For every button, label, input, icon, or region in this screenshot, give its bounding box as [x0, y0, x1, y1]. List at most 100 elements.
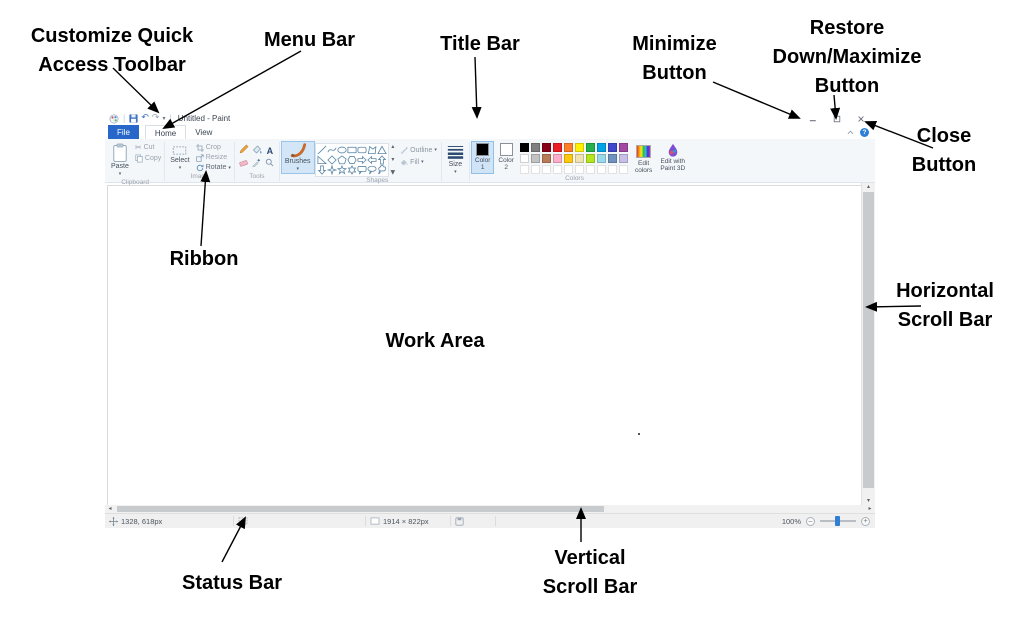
palette-color-swatch[interactable] [596, 154, 606, 163]
palette-color-swatch[interactable] [574, 154, 584, 163]
rotate-button[interactable]: Rotate ▾ [194, 163, 233, 173]
undo-icon[interactable]: ↶ [141, 113, 149, 123]
color-picker-tool-icon[interactable] [252, 154, 261, 172]
tab-file[interactable]: File [108, 125, 139, 139]
pentagon-shape-icon[interactable] [336, 155, 347, 165]
palette-color-swatch[interactable] [607, 154, 617, 163]
customize-quick-access-toolbar-icon[interactable]: ▾ [162, 114, 166, 122]
palette-empty-swatch[interactable] [541, 165, 551, 174]
color2-button[interactable]: Color 2 [494, 141, 518, 174]
palette-color-swatch[interactable] [618, 143, 628, 152]
curve-shape-icon[interactable] [327, 145, 337, 155]
help-icon[interactable]: ? [860, 127, 869, 137]
palette-empty-swatch[interactable] [563, 165, 573, 174]
scroll-up-arrow-icon[interactable]: ▴ [866, 183, 870, 190]
collapse-ribbon-icon[interactable] [847, 130, 854, 135]
save-icon[interactable] [129, 114, 138, 123]
palette-color-swatch[interactable] [618, 154, 628, 163]
size-button[interactable]: Size ▾ [443, 141, 468, 177]
right-arrow-shape-icon[interactable] [357, 155, 367, 165]
brushes-button[interactable]: Brushes ▾ [280, 141, 315, 174]
palette-empty-swatch[interactable] [519, 165, 529, 174]
scroll-right-arrow-icon[interactable]: ▸ [868, 505, 872, 512]
palette-empty-swatch[interactable] [574, 165, 584, 174]
paste-button[interactable]: Paste ▾ [107, 141, 133, 179]
palette-color-swatch[interactable] [563, 154, 573, 163]
horizontal-scrollbar[interactable]: ◂ ▸ [105, 505, 875, 513]
vertical-scrollbar-thumb[interactable] [863, 192, 874, 488]
palette-empty-swatch[interactable] [596, 165, 606, 174]
palette-color-swatch[interactable] [519, 143, 529, 152]
oval-callout-shape-icon[interactable] [367, 165, 377, 175]
fill-with-color-tool-icon[interactable] [252, 141, 262, 159]
zoom-out-button[interactable]: – [806, 516, 815, 526]
minimize-button[interactable] [809, 115, 817, 123]
palette-color-swatch[interactable] [530, 154, 540, 163]
down-arrow-shape-icon[interactable] [317, 165, 327, 175]
triangle-shape-icon[interactable] [376, 145, 387, 155]
work-area[interactable] [107, 185, 861, 505]
select-button[interactable]: Select ▾ [166, 141, 193, 173]
edit-colors-button[interactable]: Edit colors [631, 141, 656, 177]
palette-color-swatch[interactable] [574, 143, 584, 152]
horizontal-scrollbar-thumb[interactable] [117, 506, 604, 512]
palette-empty-swatch[interactable] [585, 165, 595, 174]
scroll-down-arrow-icon[interactable]: ▾ [866, 497, 870, 504]
polygon-shape-icon[interactable] [367, 145, 377, 155]
six-point-star-shape-icon[interactable] [347, 165, 357, 175]
palette-color-swatch[interactable] [596, 143, 606, 152]
palette-color-swatch[interactable] [552, 154, 562, 163]
palette-color-swatch[interactable] [563, 143, 573, 152]
palette-color-swatch[interactable] [585, 154, 595, 163]
line-shape-icon[interactable] [317, 145, 327, 155]
cloud-callout-shape-icon[interactable] [377, 165, 387, 175]
resize-button[interactable]: Resize [194, 153, 233, 163]
four-point-star-shape-icon[interactable] [326, 165, 337, 175]
color1-button[interactable]: Color 1 [470, 141, 495, 174]
palette-empty-swatch[interactable] [552, 165, 562, 174]
vertical-scrollbar[interactable]: ▴ ▾ [861, 183, 875, 505]
tab-home[interactable]: Home [144, 125, 187, 139]
hexagon-shape-icon[interactable] [346, 155, 357, 165]
palette-empty-swatch[interactable] [607, 165, 617, 174]
scroll-up-icon[interactable]: ▴ [391, 143, 395, 150]
maximize-restore-button[interactable] [833, 115, 841, 123]
up-arrow-shape-icon[interactable] [377, 155, 387, 165]
rounded-rectangle-shape-icon[interactable] [357, 145, 367, 155]
palette-empty-swatch[interactable] [530, 165, 540, 174]
crop-button[interactable]: Crop [194, 143, 233, 153]
scroll-left-arrow-icon[interactable]: ◂ [108, 505, 112, 512]
pencil-tool-icon[interactable] [239, 141, 249, 159]
text-tool-icon[interactable]: A [266, 146, 274, 156]
scroll-down-icon[interactable]: ▾ [391, 156, 395, 163]
fill-button[interactable]: Fill ▾ [400, 158, 437, 166]
rounded-callout-shape-icon[interactable] [357, 165, 367, 175]
zoom-slider[interactable] [820, 516, 856, 526]
copy-button[interactable]: Copy [133, 153, 163, 164]
eraser-tool-icon[interactable] [239, 154, 249, 172]
edit-with-paint3d-button[interactable]: Edit with Paint 3D [656, 141, 689, 175]
palette-empty-swatch[interactable] [618, 165, 628, 174]
five-point-star-shape-icon[interactable] [336, 165, 347, 175]
right-triangle-shape-icon[interactable] [317, 155, 327, 165]
left-arrow-shape-icon[interactable] [366, 155, 377, 165]
redo-icon[interactable]: ↷ [151, 113, 160, 123]
magnifier-tool-icon[interactable] [265, 154, 274, 172]
outline-button[interactable]: Outline ▾ [400, 146, 437, 154]
tab-view[interactable]: View [195, 128, 213, 137]
cut-button[interactable]: ✂ Cut [133, 143, 163, 153]
palette-color-swatch[interactable] [607, 143, 617, 152]
zoom-in-button[interactable]: + [861, 516, 870, 526]
palette-color-swatch[interactable] [519, 154, 529, 163]
close-button[interactable] [857, 115, 865, 123]
rectangle-shape-icon[interactable] [347, 145, 357, 155]
palette-color-swatch[interactable] [541, 143, 551, 152]
paint-app-icon[interactable] [109, 114, 119, 124]
palette-color-swatch[interactable] [541, 154, 551, 163]
more-shapes-icon[interactable]: ▼ [390, 169, 396, 176]
palette-color-swatch[interactable] [552, 143, 562, 152]
palette-color-swatch[interactable] [530, 143, 540, 152]
diamond-shape-icon[interactable] [326, 155, 337, 165]
oval-shape-icon[interactable] [336, 145, 347, 155]
palette-color-swatch[interactable] [585, 143, 595, 152]
